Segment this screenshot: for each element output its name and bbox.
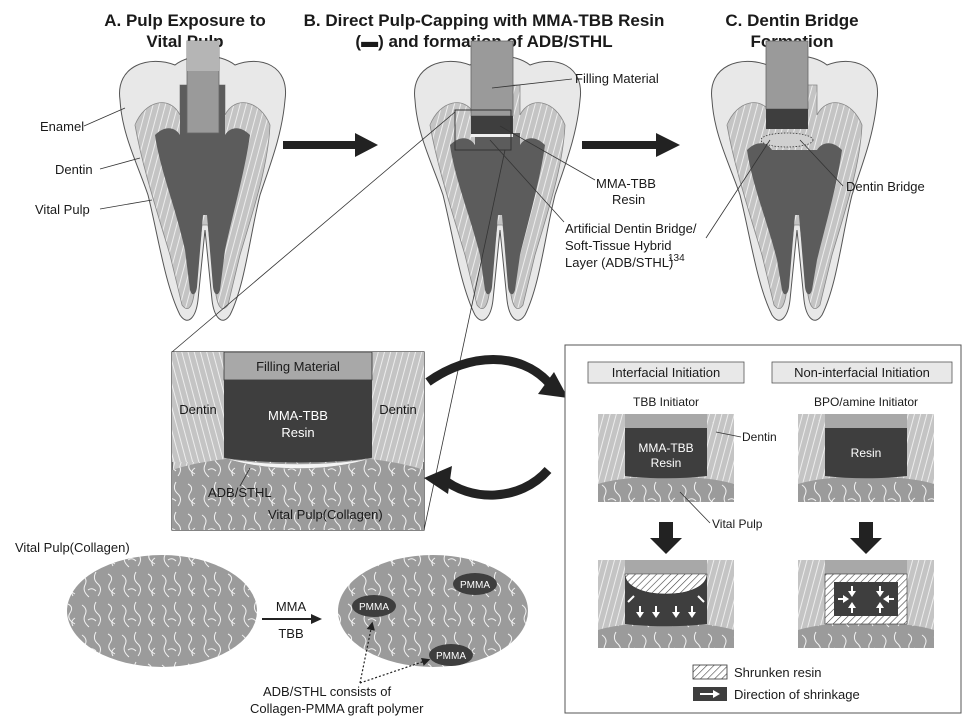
collagen-note-1: ADB/STHL consists of xyxy=(263,684,392,699)
mini-interfacial-after xyxy=(598,560,734,648)
arrow-a-to-b xyxy=(283,133,378,157)
pmma-1: PMMA xyxy=(359,602,389,613)
label-enamel: Enamel xyxy=(40,119,84,134)
label-adb-3: Layer (ADB/STHL) xyxy=(565,255,673,270)
zoom-vital-pulp: Vital Pulp(Collagen) xyxy=(268,507,383,522)
bpo-initiator: BPO/amine Initiator xyxy=(814,395,918,409)
mma-label: MMA xyxy=(276,599,307,614)
collagen-title: Vital Pulp(Collagen) xyxy=(15,540,130,555)
legend-shrunken-text: Shrunken resin xyxy=(734,665,821,680)
tooth-a xyxy=(120,41,286,320)
title-a-line1: A. Pulp Exposure to xyxy=(104,11,266,30)
pmma-2: PMMA xyxy=(460,580,490,591)
label-mma-tbb-b-2: Resin xyxy=(612,192,645,207)
collagen-note-2: Collagen-PMMA graft polymer xyxy=(250,701,424,716)
zoom-resin-2: Resin xyxy=(281,425,314,440)
title-c-line1: C. Dentin Bridge xyxy=(725,11,858,30)
label-adb-1: Artificial Dentin Bridge/ xyxy=(565,221,697,236)
legend-swatch-shrunken xyxy=(693,665,727,679)
header-interfacial-text: Interfacial Initiation xyxy=(612,365,720,380)
label-filling-material-b: Filling Material xyxy=(575,71,659,86)
panel-vital-pulp: Vital Pulp xyxy=(712,517,763,531)
mini2-resin: Resin xyxy=(851,446,882,460)
arrow-b-to-c xyxy=(582,133,680,157)
tbb-initiator: TBB Initiator xyxy=(633,395,699,409)
mini1-resin-1: MMA-TBB xyxy=(638,441,693,455)
zoom-adb: ADB/STHL xyxy=(208,485,272,500)
mini-noninterfacial-after xyxy=(798,560,934,648)
zoom-panel xyxy=(172,352,424,530)
label-adb-2: Soft-Tissue Hybrid xyxy=(565,238,671,253)
pmma-3: PMMA xyxy=(436,651,466,662)
zoom-resin-1: MMA-TBB xyxy=(268,408,328,423)
zoom-dentin-left: Dentin xyxy=(179,402,217,417)
mma-arrow xyxy=(262,614,322,624)
header-non-interfacial-text: Non-interfacial Initiation xyxy=(794,365,930,380)
panel-dentin: Dentin xyxy=(742,430,777,444)
zoom-filling-material: Filling Material xyxy=(256,359,340,374)
zoom-dentin-right: Dentin xyxy=(379,402,417,417)
label-adb-sup: 134 xyxy=(668,253,685,264)
tooth-b xyxy=(415,41,581,320)
label-dentin-bridge: Dentin Bridge xyxy=(846,179,925,194)
tbb-label: TBB xyxy=(278,626,303,641)
label-mma-tbb-b-1: MMA-TBB xyxy=(596,176,656,191)
collagen-ellipse-left xyxy=(67,555,257,667)
label-dentin: Dentin xyxy=(55,162,93,177)
mini1-resin-2: Resin xyxy=(651,456,682,470)
label-vital-pulp: Vital Pulp xyxy=(35,202,90,217)
title-b-line1: B. Direct Pulp-Capping with MMA-TBB Resi… xyxy=(304,11,665,30)
legend-direction-text: Direction of shrinkage xyxy=(734,687,860,702)
